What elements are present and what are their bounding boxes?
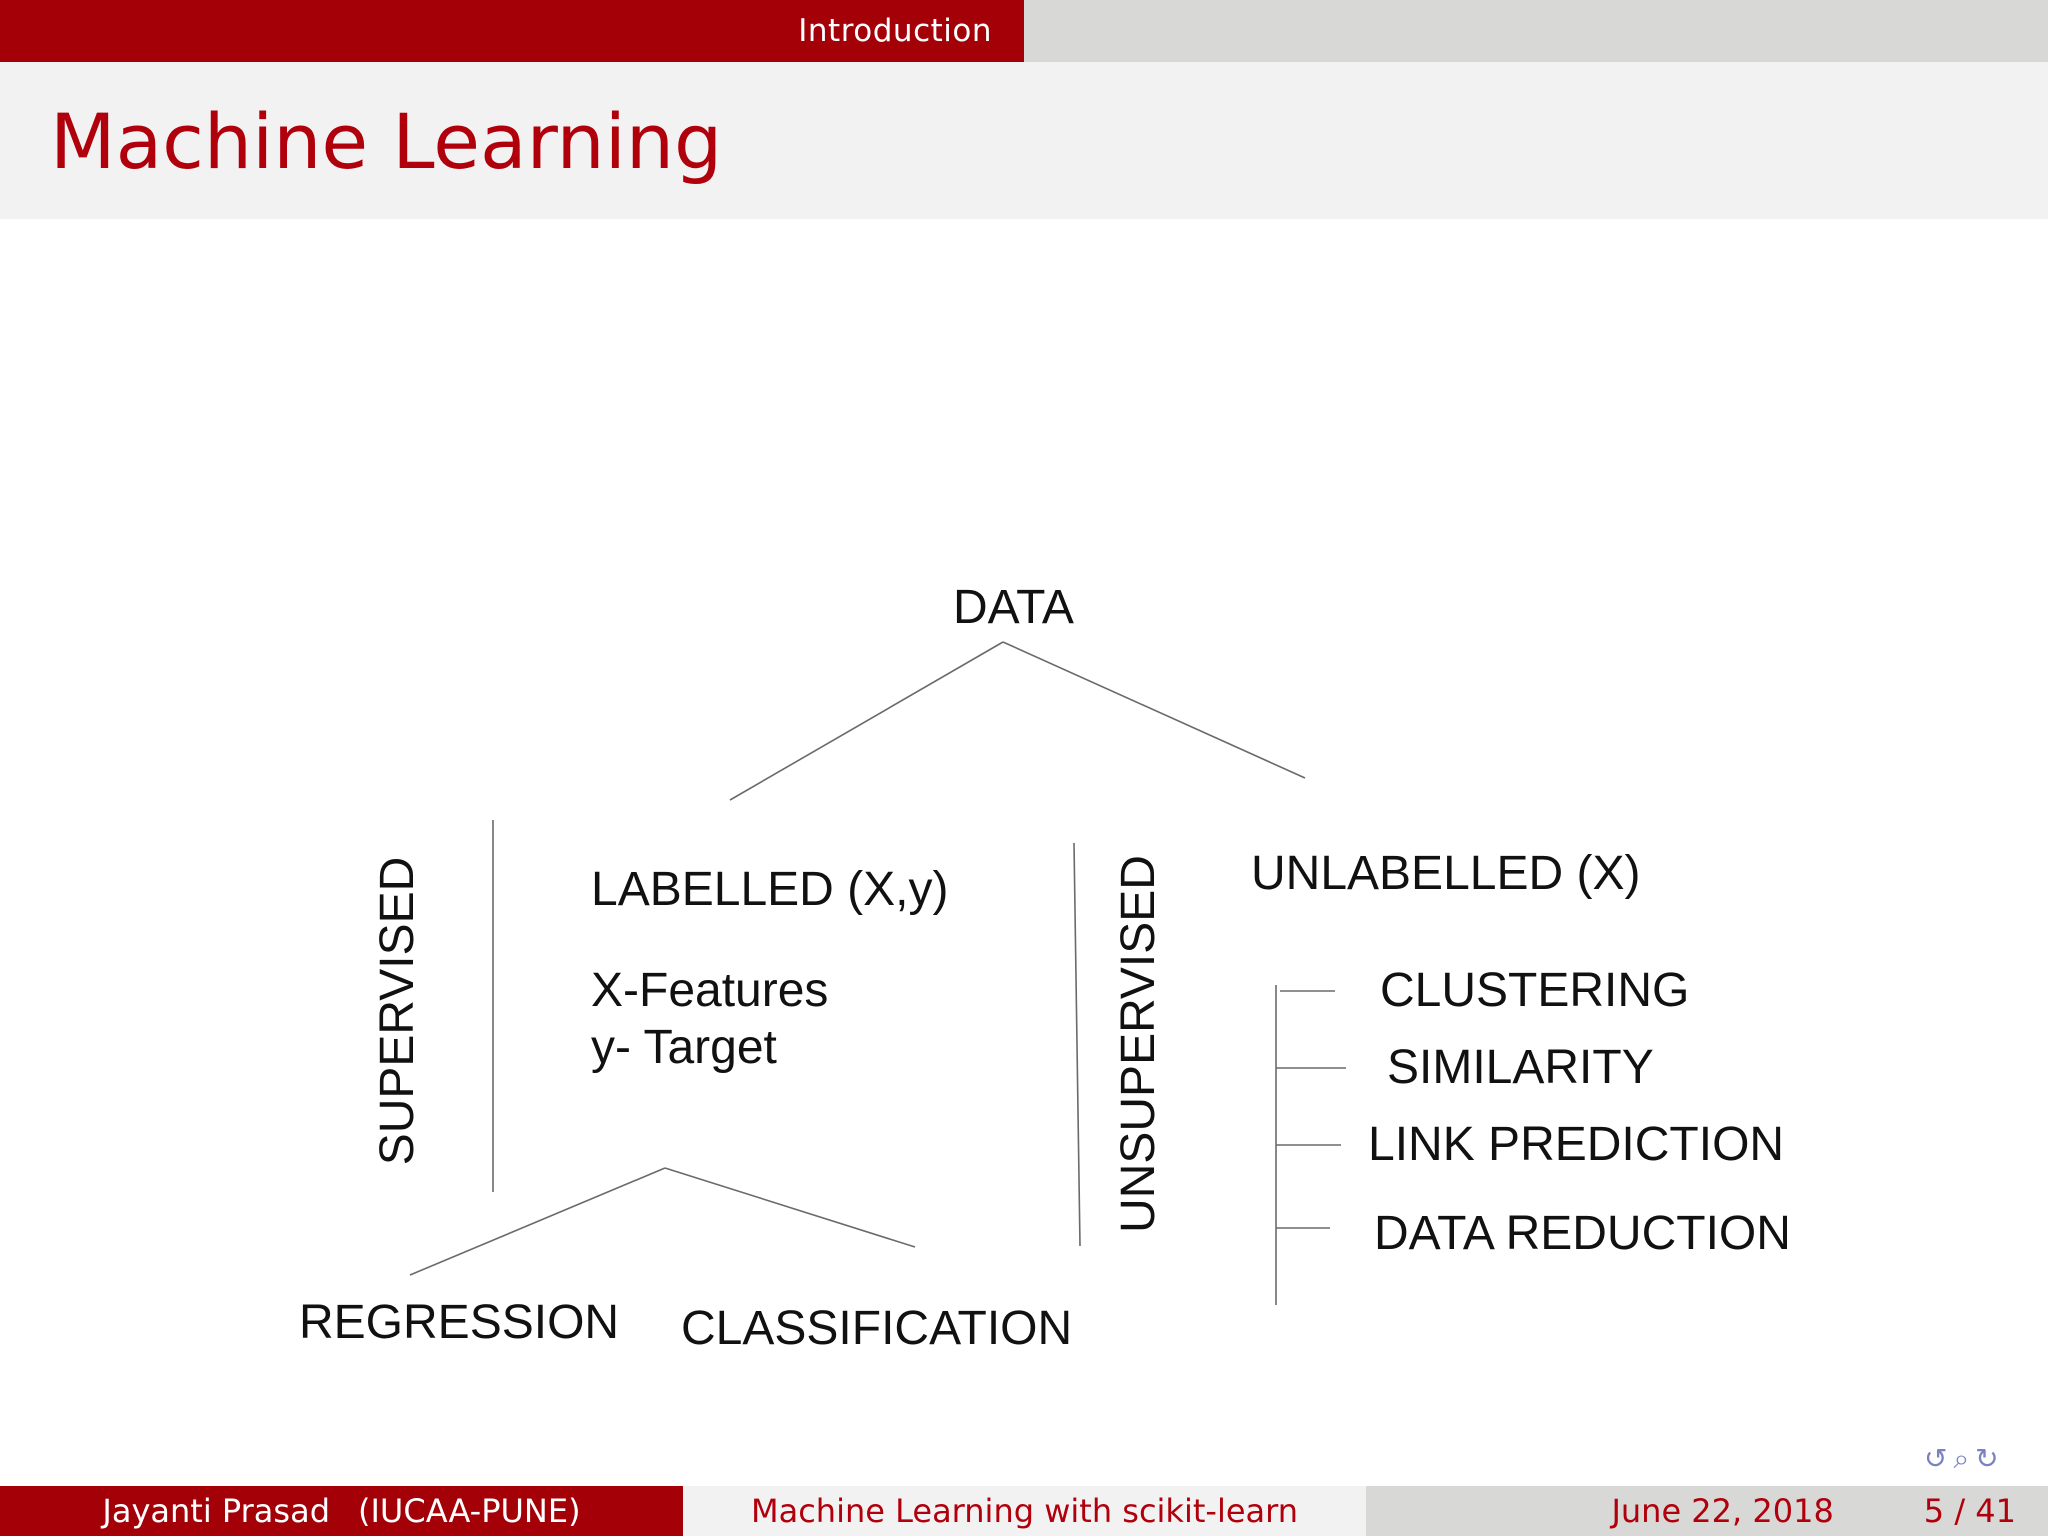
- title-bar: [0, 62, 2048, 219]
- footer-date-box[interactable]: June 22, 2018 5 / 41: [1366, 1486, 2048, 1536]
- footer-date: June 22, 2018: [1611, 1492, 1834, 1530]
- redo-icon[interactable]: ↻: [1975, 1442, 1999, 1475]
- edge-classification: [664, 1167, 916, 1248]
- footer-author: Jayanti Prasad: [102, 1492, 330, 1530]
- footer-author-box[interactable]: Jayanti Prasad (IUCAA-PUNE): [0, 1486, 683, 1536]
- node-unlabelled: UNLABELLED (X): [1251, 847, 1641, 900]
- node-labelled: LABELLED (X,y): [591, 863, 949, 916]
- node-data: DATA: [953, 581, 1074, 634]
- node-regression: REGRESSION: [299, 1296, 620, 1349]
- frame-title: Machine Learning: [50, 97, 723, 186]
- task-similarity: SIMILARITY: [1387, 1041, 1654, 1094]
- footer-title-box[interactable]: Machine Learning with scikit-learn: [683, 1486, 1366, 1536]
- search-icon[interactable]: ⌕: [1953, 1442, 1970, 1475]
- footer-affiliation: (IUCAA-PUNE): [358, 1492, 581, 1530]
- beamer-nav: ↺ ⌕ ↻: [1924, 1442, 1999, 1476]
- undo-icon[interactable]: ↺: [1924, 1442, 1948, 1475]
- node-classification: CLASSIFICATION: [681, 1302, 1073, 1355]
- footer: Jayanti Prasad (IUCAA-PUNE) Machine Lear…: [0, 1486, 2048, 1536]
- divider-unsupervised: [1073, 842, 1081, 1247]
- edge-regression: [409, 1167, 666, 1276]
- section-label: Introduction: [798, 13, 992, 49]
- target-label: y- Target: [591, 1021, 777, 1074]
- edge-data-labelled: [729, 641, 1004, 801]
- section-tab[interactable]: Introduction: [0, 0, 1024, 62]
- task-link-prediction: LINK PREDICTION: [1368, 1118, 1785, 1171]
- features-label: X-Features: [591, 964, 829, 1017]
- footer-page: 5 / 41: [1923, 1492, 2016, 1530]
- footer-talk-title: Machine Learning with scikit-learn: [750, 1492, 1298, 1530]
- label-unsupervised: UNSUPERVISED: [1112, 855, 1165, 1233]
- label-supervised: SUPERVISED: [371, 856, 424, 1166]
- edge-data-unlabelled: [1002, 641, 1306, 779]
- task-data-reduction: DATA REDUCTION: [1374, 1207, 1791, 1260]
- task-clustering: CLUSTERING: [1380, 964, 1690, 1017]
